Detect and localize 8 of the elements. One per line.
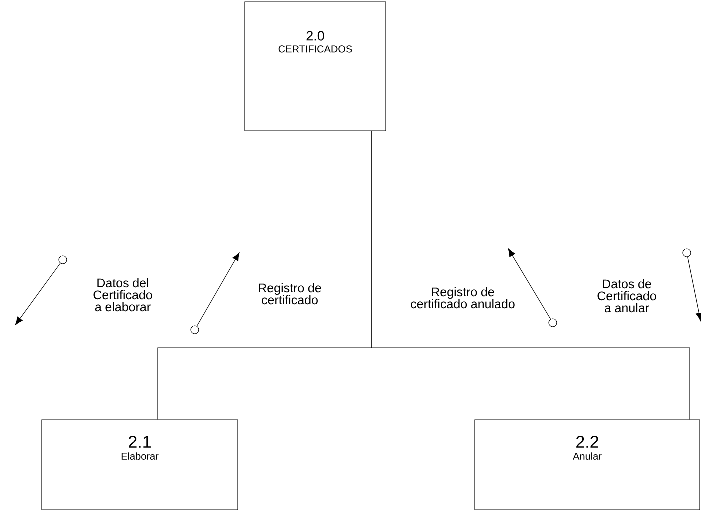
couple-label: Registro de certificado [259,283,322,305]
couple-label: Datos de Certificado a anular [598,279,656,313]
module-box: 2.1 Elaborar [42,420,238,510]
couple-label: Registro de certificado anulado [411,287,515,309]
connector-line [372,131,690,420]
couple-label: Datos del Certificado a elaborar [94,278,152,312]
module-box: 2.0 CERTIFICADOS [244,2,386,132]
module-box: 2.2 Anular [474,420,700,510]
